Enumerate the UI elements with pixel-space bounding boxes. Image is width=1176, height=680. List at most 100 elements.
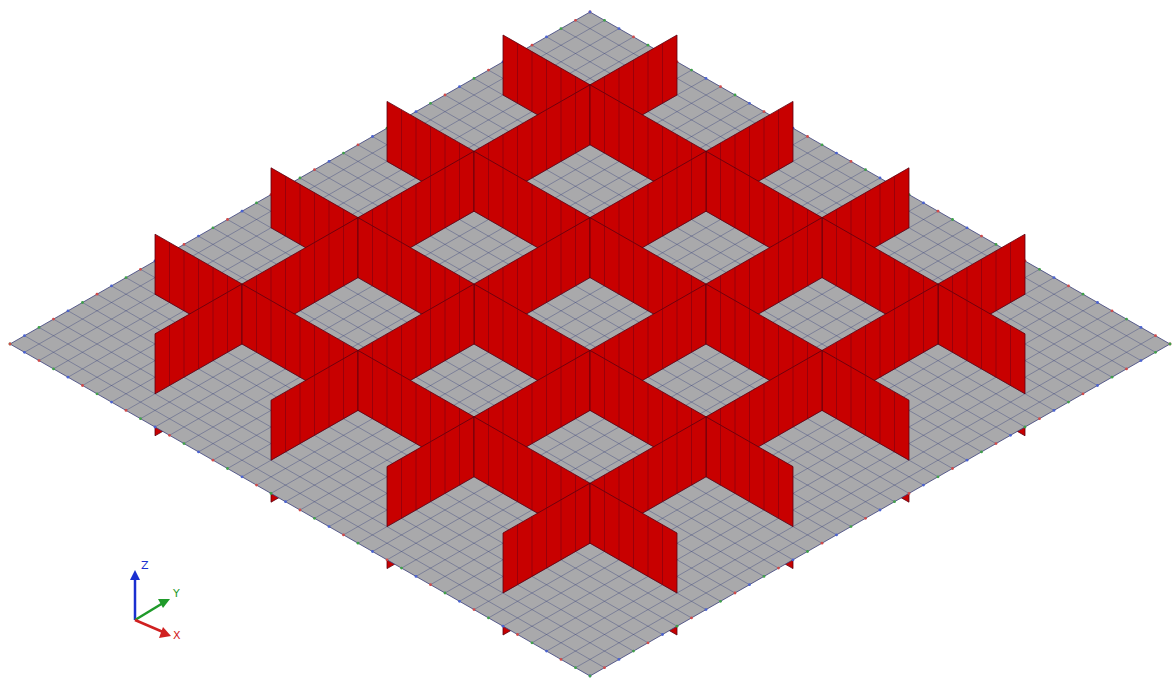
stiffener-element-line xyxy=(517,43,518,103)
edge-node xyxy=(38,359,41,362)
stiffener-panel xyxy=(590,483,677,593)
edge-node xyxy=(313,168,316,171)
stiffener-element-line xyxy=(1010,243,1011,303)
edge-node xyxy=(299,509,302,512)
edge-node xyxy=(487,69,490,72)
stiffener-element-line xyxy=(416,384,417,444)
stiffener-element-line xyxy=(517,525,518,585)
stiffener-element-line xyxy=(764,450,765,510)
stiffener-element-line xyxy=(749,442,750,502)
edge-node xyxy=(937,210,940,213)
edge-node xyxy=(458,85,461,88)
stiffener-element-line xyxy=(314,375,315,435)
edge-node xyxy=(603,19,606,22)
stiffener-element-line xyxy=(517,309,518,369)
stiffener-element-line xyxy=(793,234,794,294)
mesh-line xyxy=(576,336,1156,668)
stiffener-element-line xyxy=(648,384,649,444)
stiffener-element-line xyxy=(532,450,533,510)
stiffener-element-line xyxy=(764,384,765,444)
mesh-line xyxy=(112,70,692,402)
edge-node xyxy=(995,243,998,246)
stiffener-element-line xyxy=(778,375,779,435)
stiffener-element-line xyxy=(648,184,649,244)
edge-node xyxy=(589,11,592,14)
stiffener-element-line xyxy=(749,176,750,236)
stiffener-element-line xyxy=(677,301,678,361)
stiffener-element-line xyxy=(662,525,663,585)
stiffener-element-line xyxy=(793,367,794,427)
edge-node xyxy=(1096,301,1099,304)
stiffener-element-line xyxy=(604,359,605,419)
stiffener-element-line xyxy=(517,176,518,236)
edge-node xyxy=(9,343,12,346)
stiffener-element-line xyxy=(735,301,736,361)
stiffener-element-line xyxy=(343,359,344,419)
stiffener-element-line xyxy=(880,384,881,444)
axis-label: Y xyxy=(173,588,180,600)
edge-node xyxy=(1053,276,1056,279)
edge-node xyxy=(9,343,12,346)
edge-node xyxy=(777,567,780,570)
stiffener-element-line xyxy=(546,110,547,170)
stiffener-element-line xyxy=(256,292,257,352)
edge-node xyxy=(139,268,142,271)
stiffener-element-line xyxy=(343,226,344,286)
stiffener-element-line xyxy=(851,367,852,427)
edge-node xyxy=(284,500,287,503)
edge-node xyxy=(212,459,215,462)
edge-node xyxy=(806,550,809,553)
edge-node xyxy=(792,558,795,561)
edge-node xyxy=(1111,309,1114,312)
stiffener-element-line xyxy=(430,176,431,236)
edge-node xyxy=(110,401,113,404)
edge-node xyxy=(531,44,534,47)
stiffener-element-line xyxy=(184,251,185,311)
stiffener-element-line xyxy=(416,184,417,244)
stiffener-element-line xyxy=(546,375,547,435)
stiffener-element-line xyxy=(459,292,460,352)
edge-node xyxy=(168,434,171,437)
edge-node xyxy=(1009,434,1012,437)
stiffener-element-line xyxy=(416,450,417,510)
stiffener-upper xyxy=(155,35,1025,593)
edge-node xyxy=(980,235,983,238)
edge-node xyxy=(1067,285,1070,288)
edge-node xyxy=(850,160,853,163)
stiffener-panel xyxy=(503,483,590,593)
edge-node xyxy=(1067,401,1070,404)
edge-node xyxy=(357,143,360,146)
edge-node xyxy=(110,285,113,288)
edge-node xyxy=(1169,343,1172,346)
stiffener-element-line xyxy=(764,184,765,244)
stiffener-element-line xyxy=(619,367,620,427)
stiffener-element-line xyxy=(575,359,576,419)
stiffener-element-line xyxy=(764,251,765,311)
stiffener-element-line xyxy=(517,442,518,502)
edge-node xyxy=(806,135,809,138)
stiffener-element-line xyxy=(271,301,272,361)
edge-node xyxy=(690,617,693,620)
stiffener-element-line xyxy=(880,184,881,244)
stiffener-element-line xyxy=(619,500,620,560)
stiffener-element-line xyxy=(720,292,721,352)
edge-node xyxy=(52,318,55,321)
edge-node xyxy=(560,27,563,30)
edge-node xyxy=(400,567,403,570)
edge-node xyxy=(763,110,766,113)
stiffener-element-line xyxy=(749,309,750,369)
edge-node xyxy=(966,459,969,462)
y-axis xyxy=(135,603,163,620)
edge-node xyxy=(241,475,244,478)
stiffener-element-line xyxy=(662,176,663,236)
edge-node xyxy=(52,368,55,371)
stiffener-element-line xyxy=(619,101,620,161)
stiffener-element-line xyxy=(909,301,910,361)
stiffener-element-line xyxy=(401,243,402,303)
stiffener-element-line xyxy=(807,359,808,419)
edge-node xyxy=(1111,376,1114,379)
stiffener-element-line xyxy=(648,317,649,377)
edge-node xyxy=(67,376,70,379)
stiffener-element-line xyxy=(894,309,895,369)
